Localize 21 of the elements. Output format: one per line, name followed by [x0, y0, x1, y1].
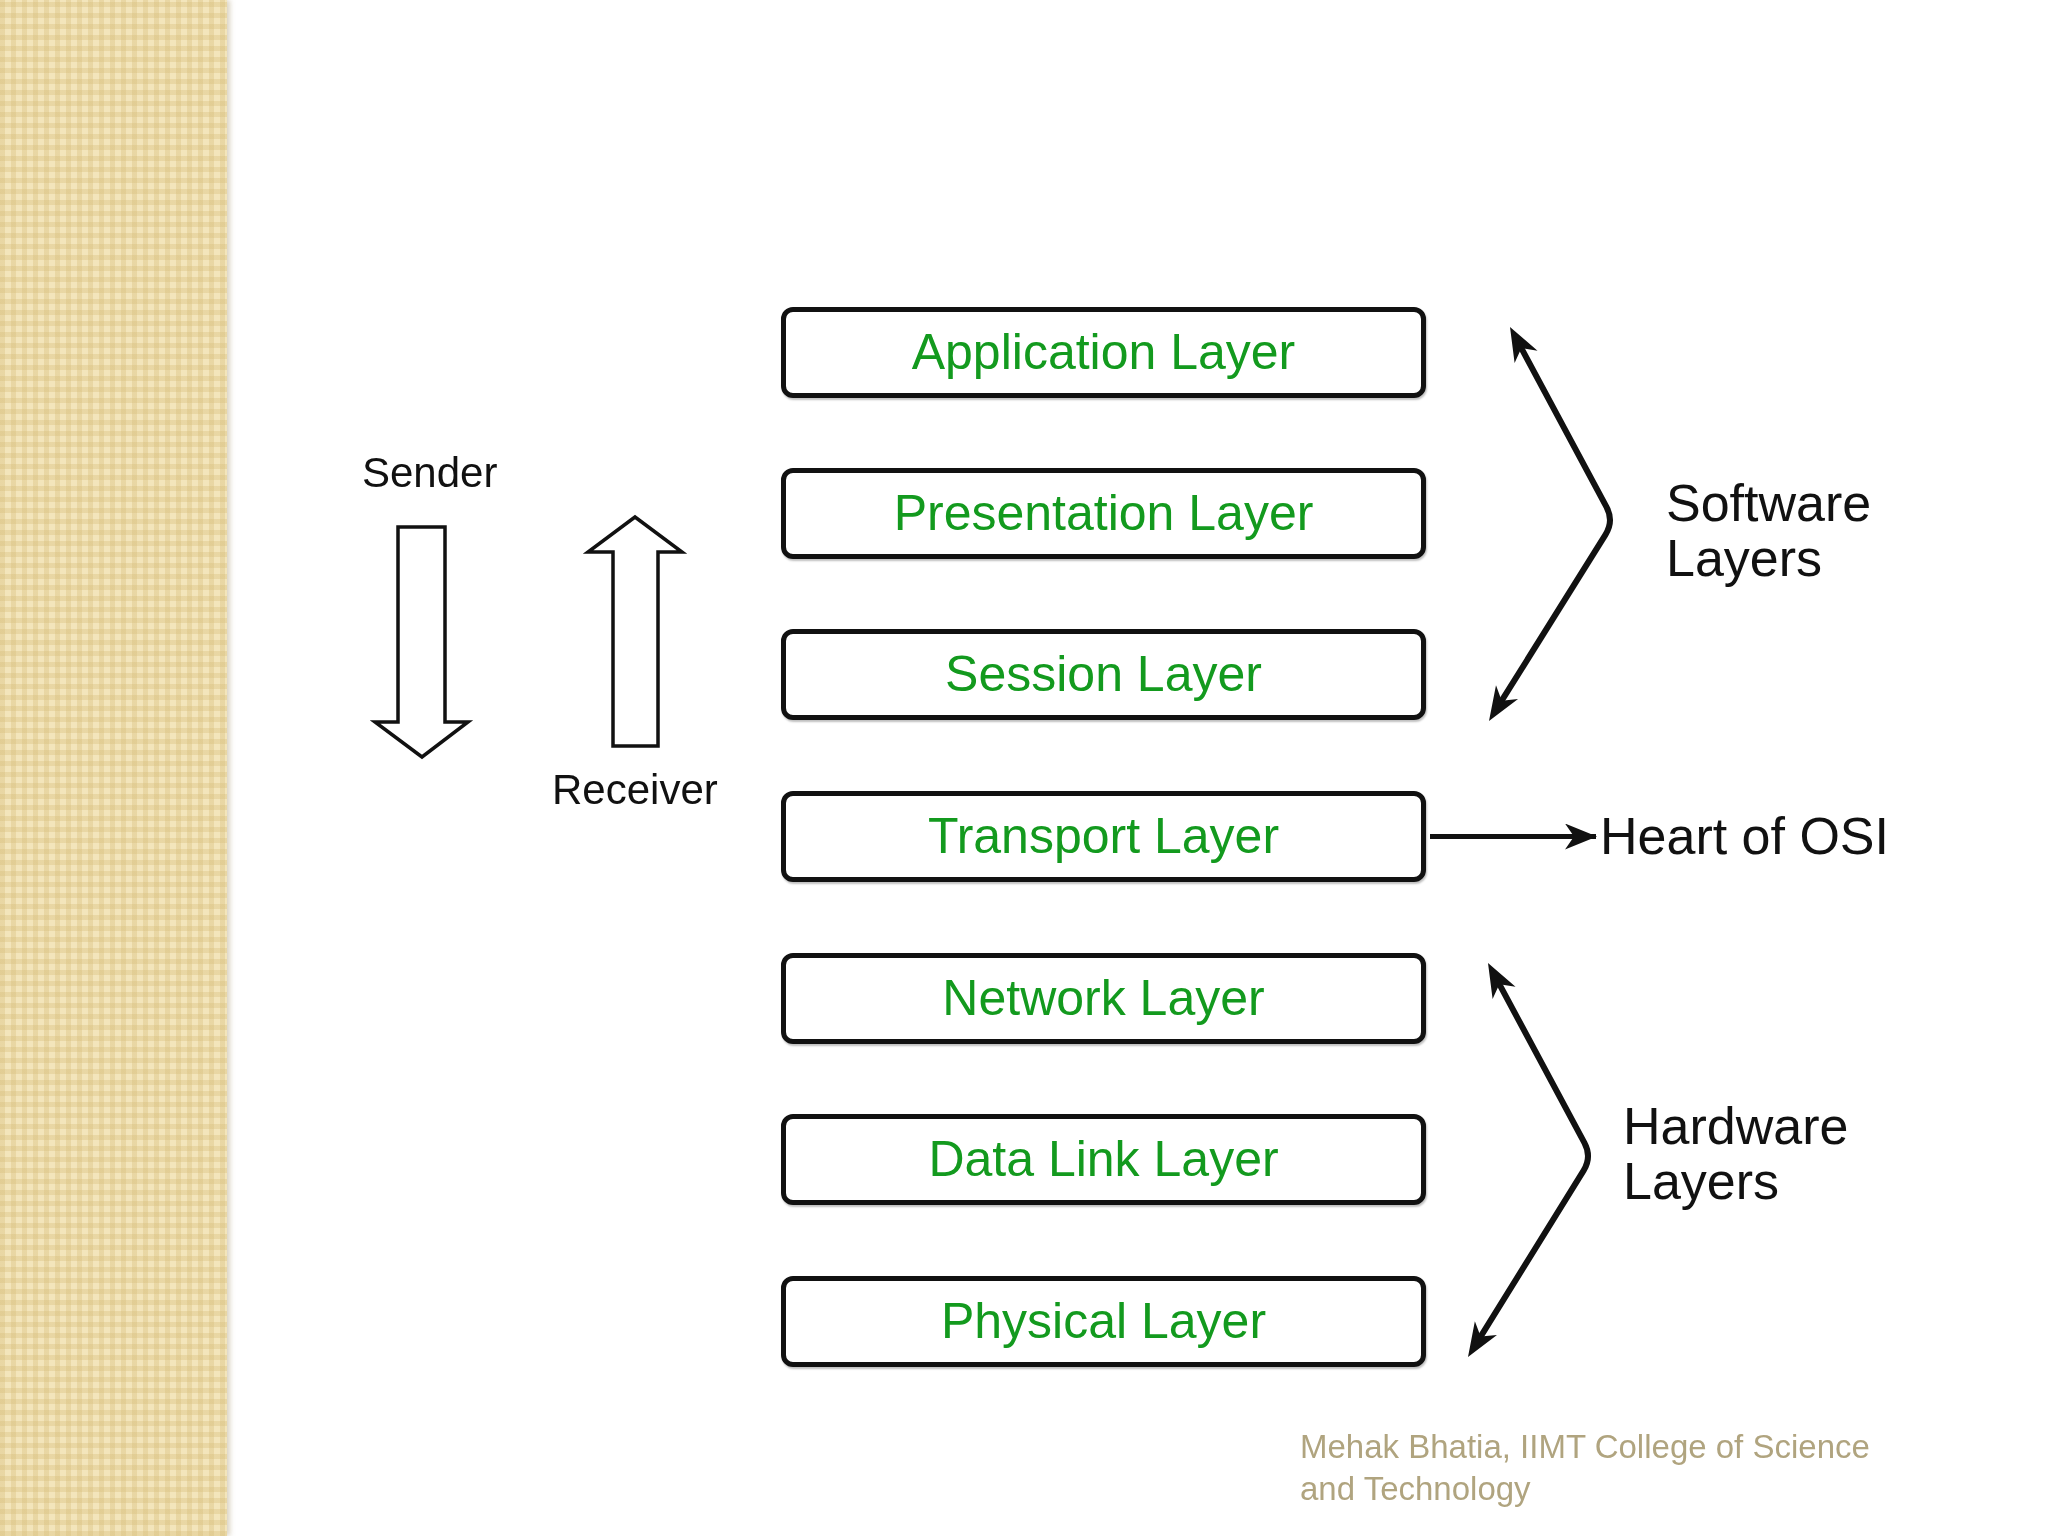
- footer-text: Mehak Bhatia, IIMT College of Science and Technology: [1300, 1427, 1871, 1509]
- layer-box: [781, 1276, 1426, 1367]
- annotation-text: Heart of OSI: [1600, 806, 1889, 866]
- layer-box: [781, 629, 1426, 720]
- layer-box: [781, 791, 1426, 882]
- arrow: [1430, 823, 1597, 850]
- layer-box: [781, 468, 1426, 559]
- group-label: Software Layers: [1666, 476, 1873, 586]
- layer-label: Session Layer: [945, 647, 1262, 702]
- layer-label: Network Layer: [942, 971, 1265, 1026]
- group-label: Hardware Layers: [1623, 1099, 1850, 1209]
- receiver-label: Receiver: [552, 765, 718, 815]
- layer-box: [781, 307, 1426, 398]
- layer-label: Physical Layer: [940, 1294, 1267, 1349]
- layer-label: Application Layer: [911, 325, 1296, 380]
- layer-label: Transport Layer: [927, 809, 1280, 864]
- layer-box: [781, 953, 1426, 1044]
- layer-box: [781, 1114, 1426, 1205]
- layer-label: Data Link Layer: [928, 1132, 1279, 1187]
- layer-label: Presentation Layer: [893, 486, 1314, 541]
- sender-label: Sender: [362, 448, 498, 498]
